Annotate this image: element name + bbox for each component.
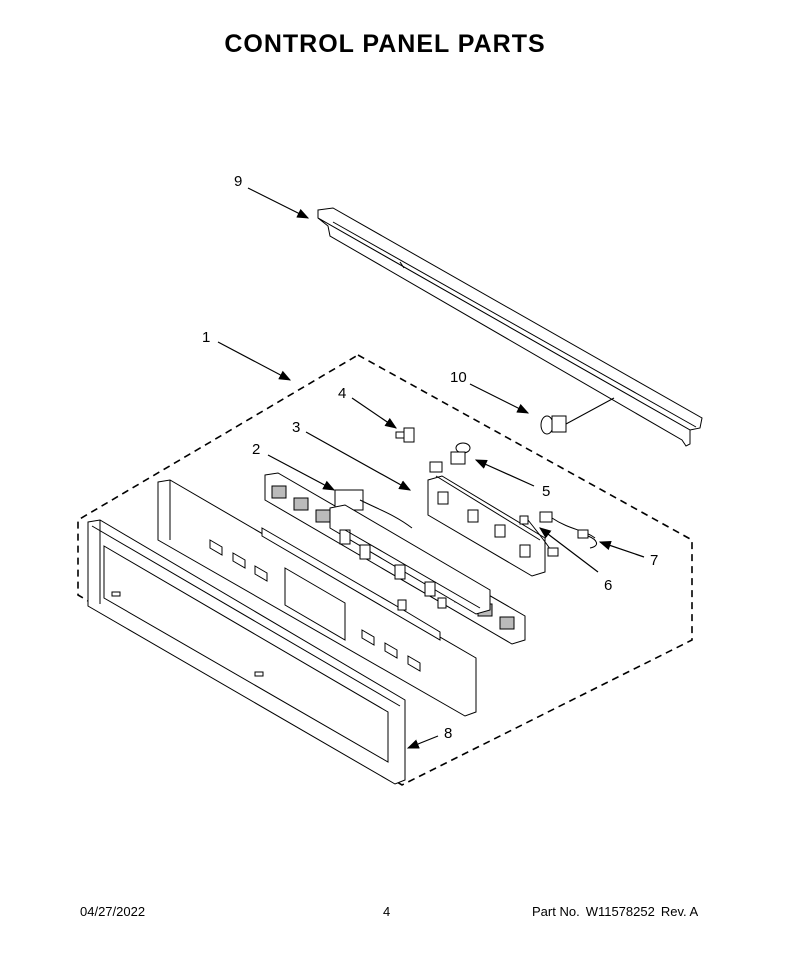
callout-4: 4 [338, 385, 346, 402]
callout-9: 9 [234, 173, 242, 190]
part-1-assembly-outline [77, 354, 693, 786]
callout-3: 3 [292, 419, 300, 436]
callout-7: 7 [650, 552, 658, 569]
footer-date: 04/27/2022 [80, 904, 146, 919]
part-3-control-board [329, 504, 491, 615]
control-panel-face [157, 479, 477, 717]
footer-part-number: W11578252 [585, 904, 655, 919]
part-8-bezel [87, 519, 406, 785]
part-5-screw [450, 442, 471, 465]
part-9-trim-strip [317, 207, 703, 447]
footer-revision: Rev. A [660, 904, 699, 919]
page-title: CONTROL PANEL PARTS [224, 30, 546, 58]
part-6-7-wire-harness [519, 511, 597, 557]
upper-control-board [427, 461, 546, 577]
callout-8: 8 [444, 725, 452, 742]
callout-arrows [217, 187, 645, 749]
callout-6: 6 [604, 577, 612, 594]
callout-2: 2 [252, 441, 260, 458]
callout-5: 5 [542, 483, 550, 500]
callout-10: 10 [450, 369, 467, 386]
part-4-connector [395, 427, 415, 443]
callout-1: 1 [202, 329, 210, 346]
part-10-screw [540, 397, 615, 435]
footer-part-label: Part No. [532, 904, 580, 919]
footer-page-number: 4 [383, 904, 391, 919]
footer-part-info: Part No. W11578252 Rev. A [532, 904, 704, 919]
